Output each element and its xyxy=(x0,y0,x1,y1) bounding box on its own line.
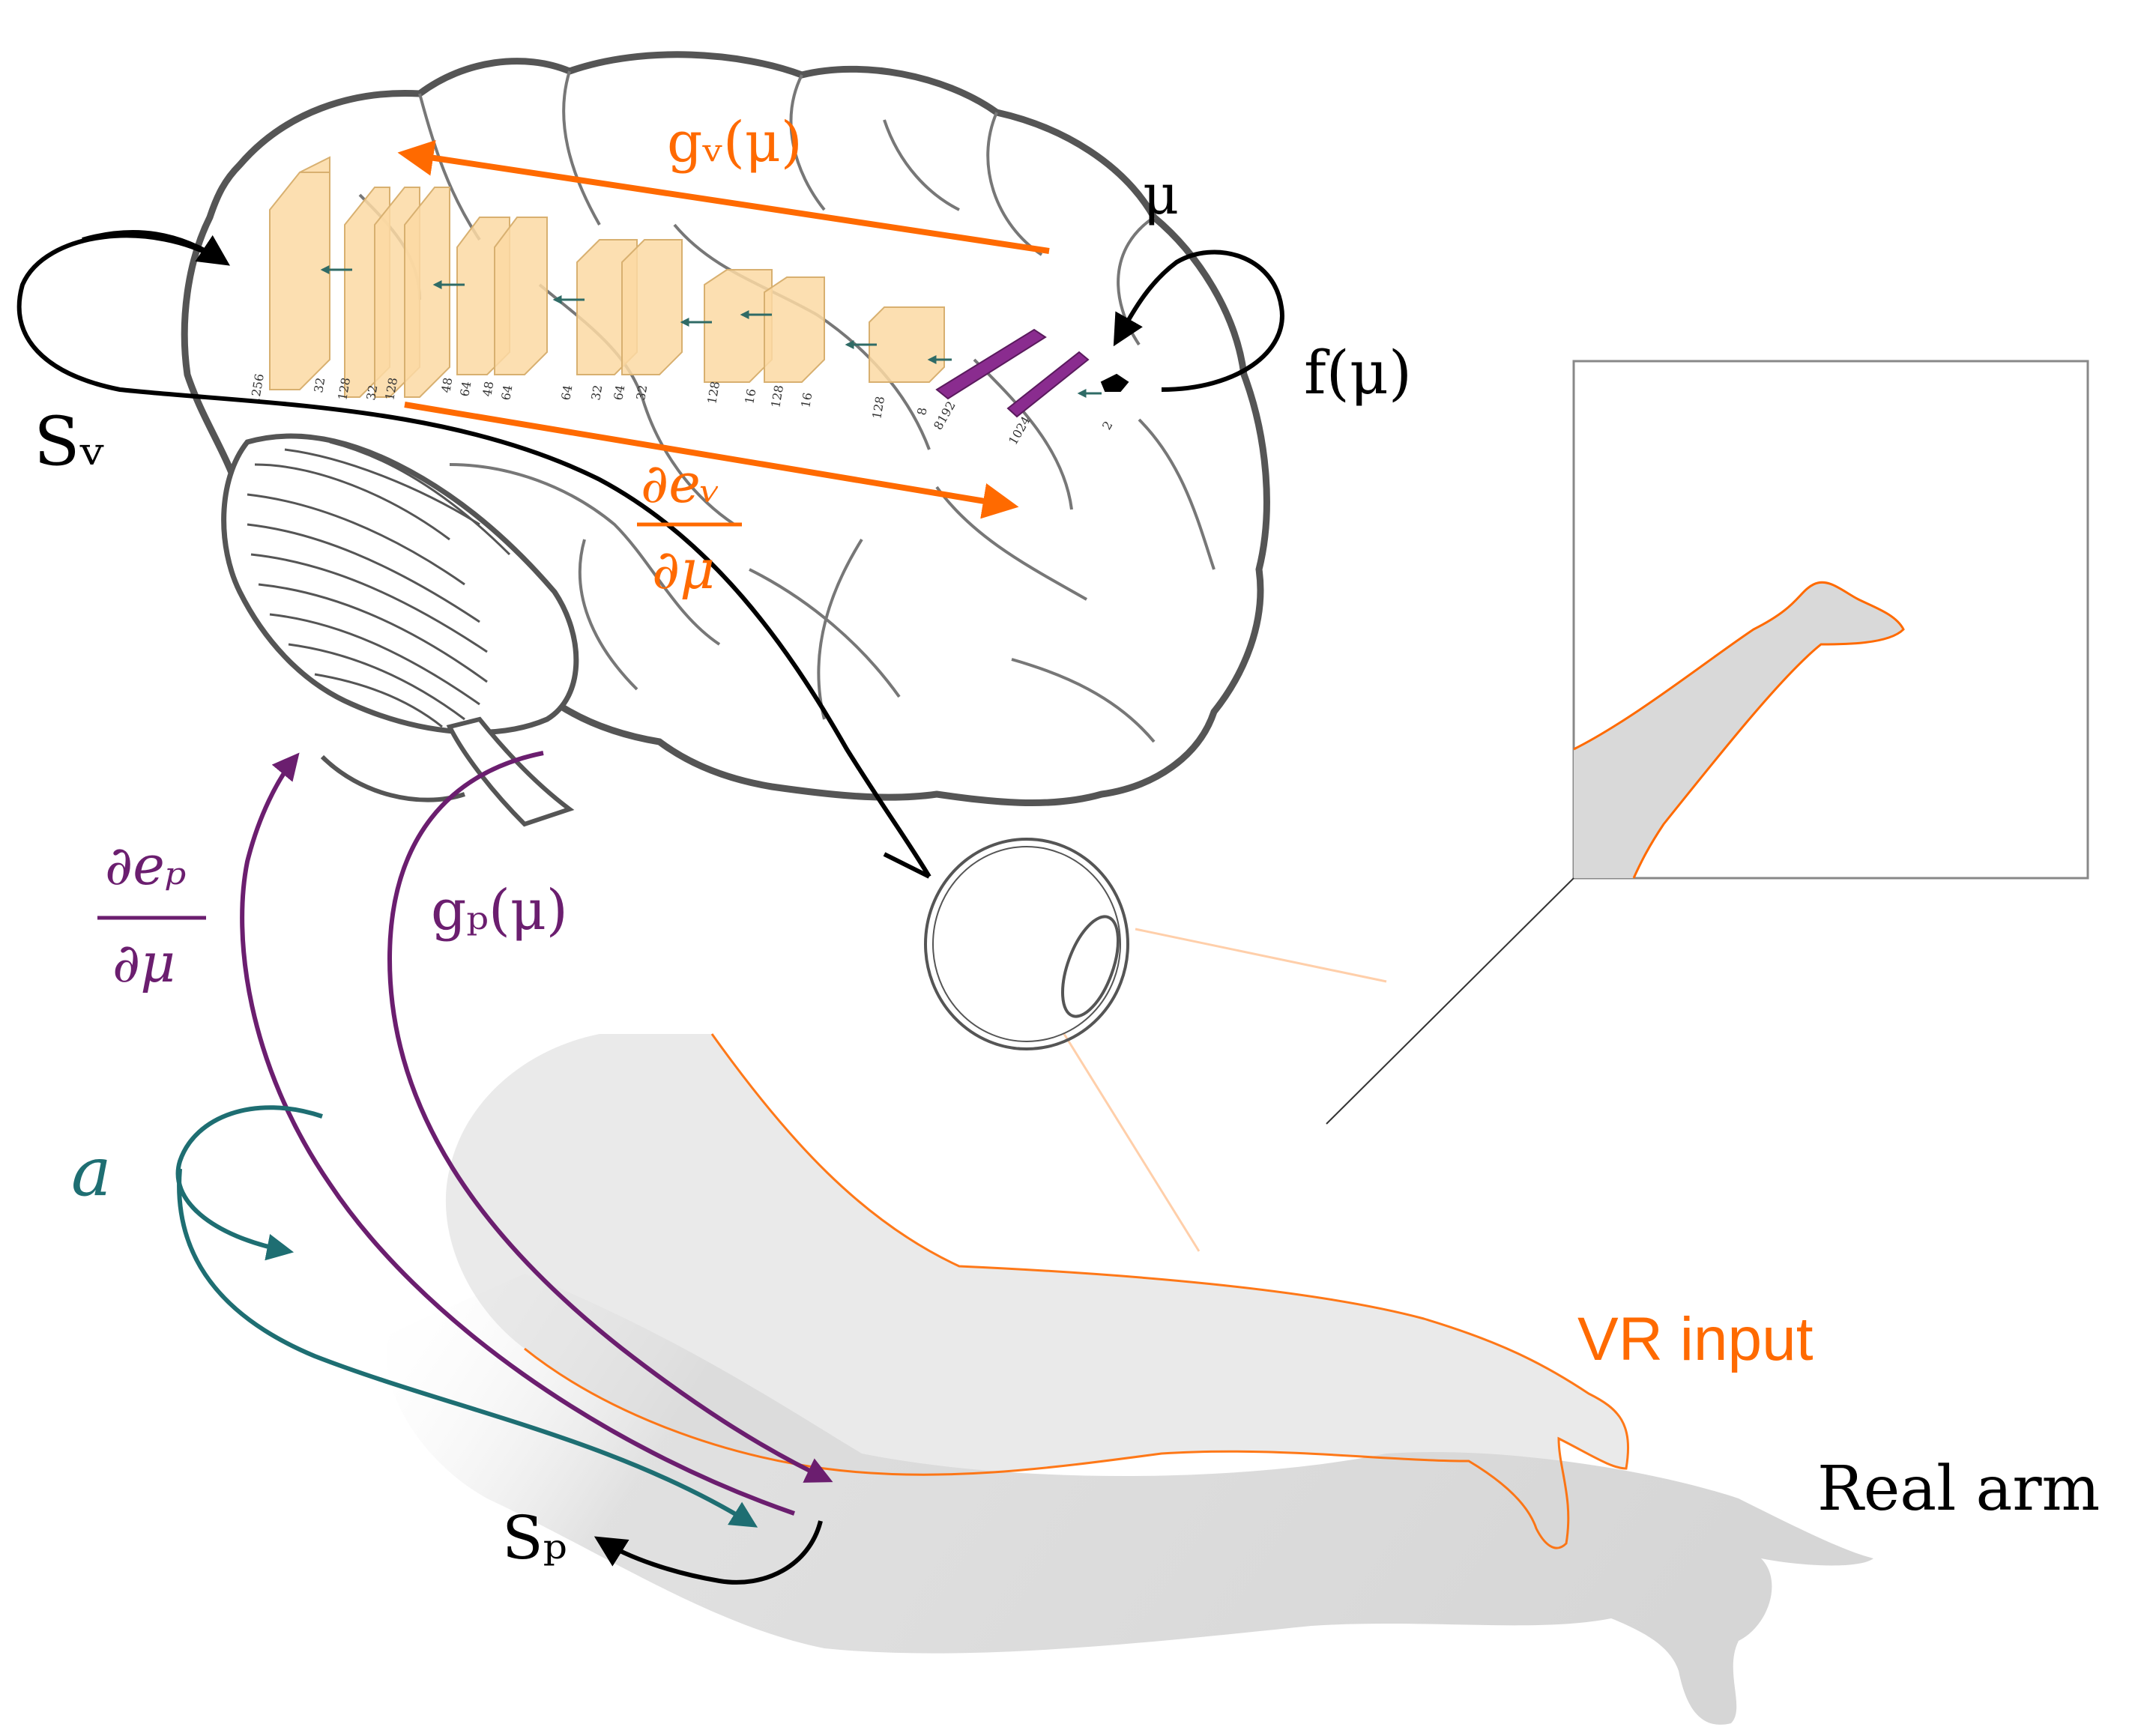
layer-label: 16 xyxy=(742,387,758,405)
layer-label: 8 xyxy=(914,406,929,416)
sv-arrowhead-path xyxy=(82,230,230,266)
vr-arm-shape xyxy=(445,1034,1628,1549)
layer-label: 48 xyxy=(480,380,496,397)
mu-loop-arrow xyxy=(1113,249,1284,392)
vr-input-label: VR input xyxy=(1577,1305,1814,1373)
dev-fraction: ∂eᵥ ∂μ xyxy=(637,452,742,601)
sight-line xyxy=(1135,928,1387,983)
layer-label: 64 xyxy=(611,384,627,401)
a-action-arrow xyxy=(177,1168,758,1528)
dep-arrow xyxy=(240,752,795,1516)
f-mu-label: f(μ) xyxy=(1304,338,1412,408)
eye xyxy=(883,838,1129,1050)
layer-label: 64 xyxy=(558,384,575,401)
layer-label: 64 xyxy=(498,384,515,401)
layer-label: 48 xyxy=(438,376,455,393)
dep-denominator: ∂μ xyxy=(112,931,175,994)
vr-view-inset xyxy=(1326,360,2089,1125)
cerebellum xyxy=(221,433,579,735)
sv-loop-arrow xyxy=(16,233,931,878)
layer-label: 32 xyxy=(633,384,650,401)
layer-label: 32 xyxy=(588,384,605,401)
dev-numerator: ∂eᵥ xyxy=(641,452,721,515)
gp-label: gₚ(μ) xyxy=(431,878,568,943)
dep-fraction: ∂eₚ ∂μ xyxy=(97,834,206,994)
a-curl-arrow xyxy=(175,1105,323,1261)
cerebellum-folia xyxy=(247,441,511,728)
dep-numerator: ∂eₚ xyxy=(105,834,187,897)
layer-label: 32 xyxy=(363,384,380,401)
sp-arrow xyxy=(594,1520,823,1585)
layer-label: 32 xyxy=(311,376,327,393)
layer-label: 16 xyxy=(798,391,815,408)
temporal-lobe-edge xyxy=(320,754,465,802)
dev-arrow xyxy=(404,402,1019,519)
sight-line xyxy=(1063,1033,1201,1252)
real-arm-label: Real arm xyxy=(1817,1454,2100,1525)
dev-denominator: ∂μ xyxy=(652,538,715,601)
real-arm-shape xyxy=(387,1274,1873,1725)
layer-label: 64 xyxy=(457,380,474,397)
sp-label: Sₚ xyxy=(502,1503,567,1573)
brainstem xyxy=(446,716,575,827)
gv-label: gᵥ(μ) xyxy=(667,110,803,175)
gv-arrow xyxy=(397,140,1050,254)
a-label: a xyxy=(71,1133,112,1212)
decoder-network xyxy=(269,156,1129,418)
vr-arm-outline xyxy=(524,1033,1630,1549)
gp-arrow xyxy=(387,751,833,1483)
mu-label: μ xyxy=(1143,163,1179,227)
sv-label: Sᵥ xyxy=(34,402,105,481)
